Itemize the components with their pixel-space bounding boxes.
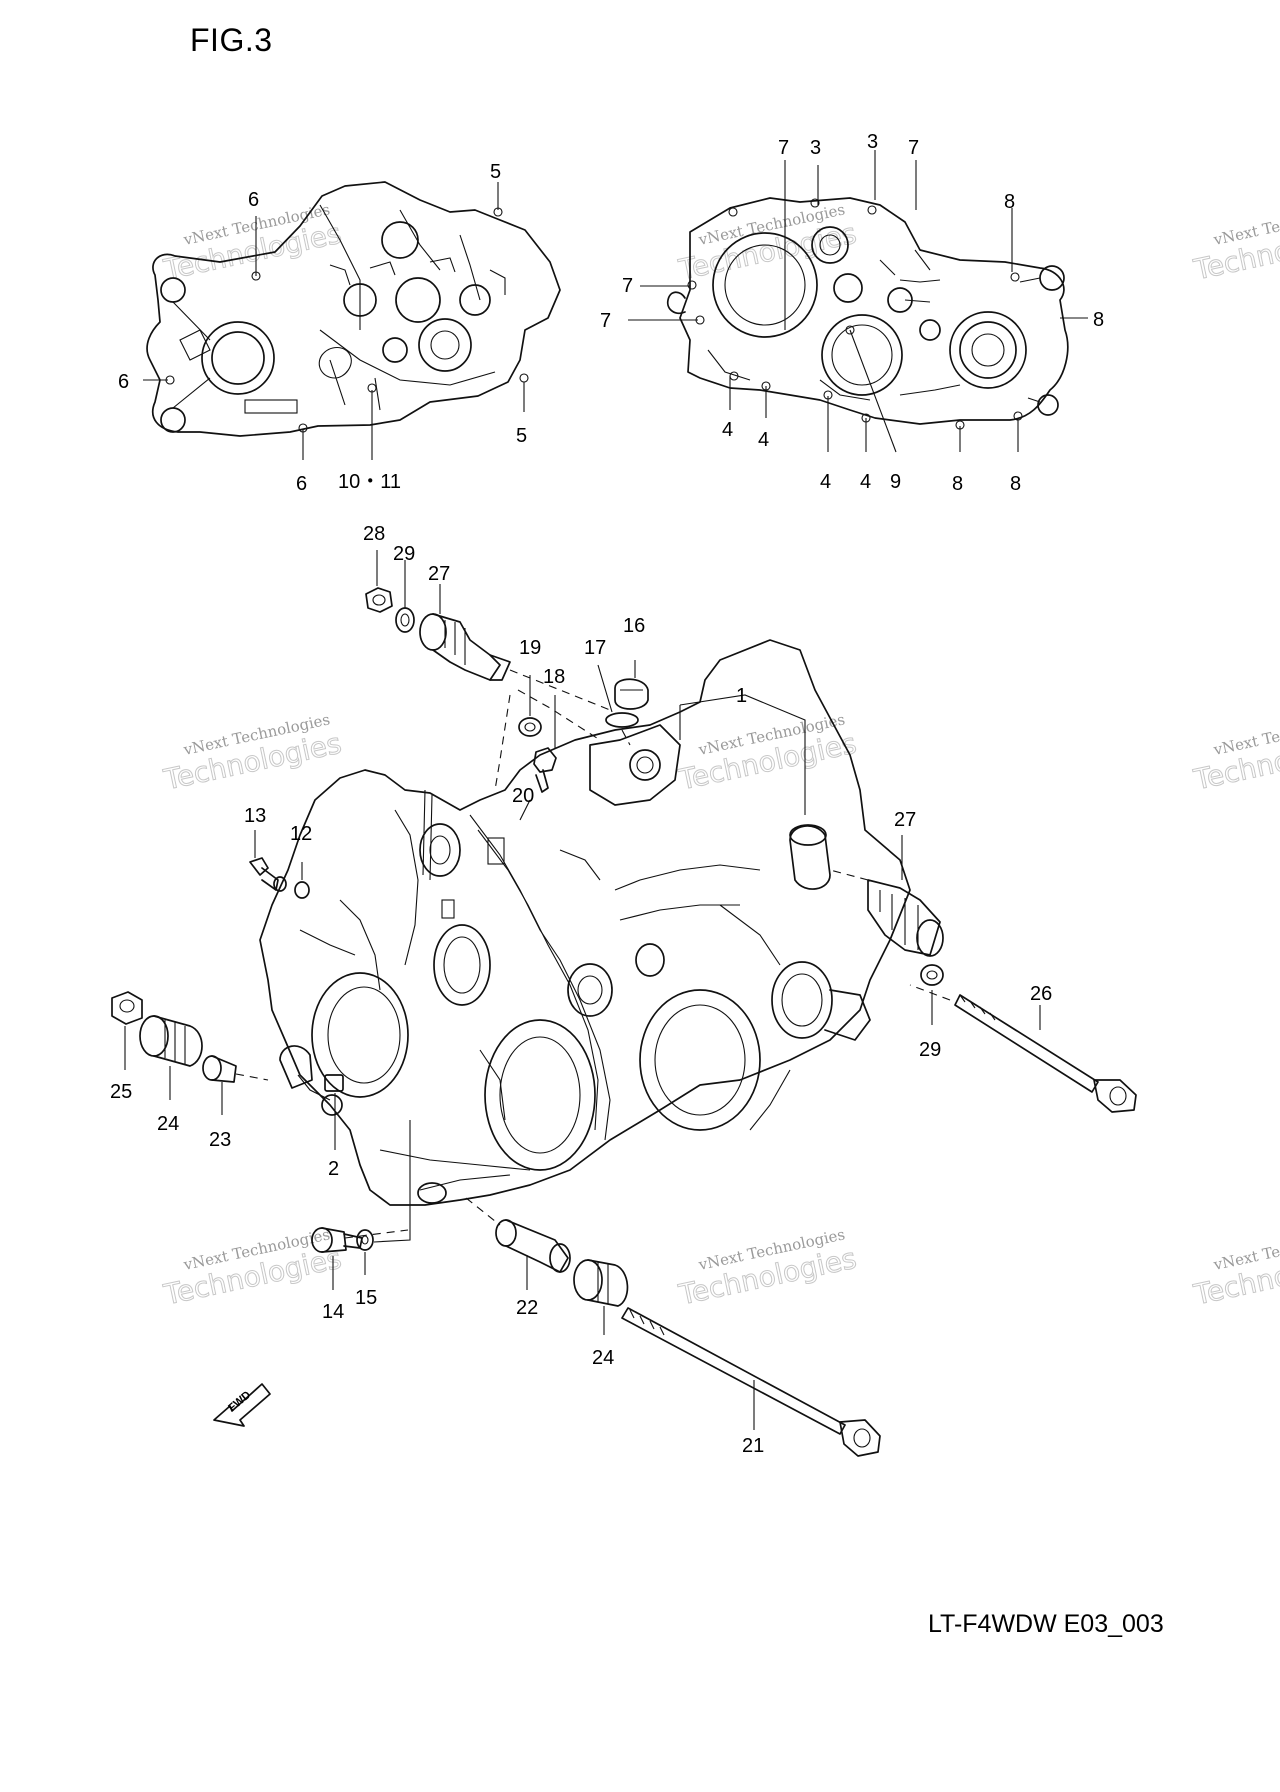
callout-8: 8 — [1093, 309, 1104, 331]
watermark-group: vNext Technologies Technologies vNext Te… — [160, 200, 1280, 1312]
callout-18: 18 — [543, 666, 565, 688]
callout-8: 8 — [1010, 473, 1021, 495]
bolt-26 — [954, 994, 1137, 1113]
callout-5: 5 — [516, 425, 527, 447]
callout-27: 27 — [428, 563, 450, 585]
bolt-21 — [621, 1307, 881, 1457]
callout-25: 25 — [110, 1081, 132, 1103]
callout-3: 3 — [810, 137, 821, 159]
callout-24: 24 — [157, 1113, 179, 1135]
callout-17: 17 — [584, 637, 606, 659]
nut-25 — [111, 991, 143, 1025]
crankcase-left-half — [146, 181, 561, 437]
callout-23: 23 — [209, 1129, 231, 1151]
callout-4: 4 — [722, 419, 733, 441]
plug-16 — [614, 678, 649, 710]
diagram-code: LT-F4WDW E03_003 — [928, 1610, 1164, 1638]
callout-7: 7 — [600, 310, 611, 332]
bolt-14 — [311, 1227, 363, 1253]
damper-27-right — [867, 879, 944, 957]
figure-title: FIG.3 — [190, 22, 273, 58]
callout-13: 13 — [244, 805, 266, 827]
callout-4: 4 — [758, 429, 769, 451]
bolt-18 — [533, 747, 557, 793]
nut-28 — [365, 587, 393, 613]
callout-4: 4 — [820, 471, 831, 493]
callout-7: 7 — [622, 275, 633, 297]
callout-28: 28 — [363, 523, 385, 545]
fwd-label: FWD — [226, 1389, 253, 1414]
callout-7: 7 — [908, 137, 919, 159]
o-ring-12 — [294, 881, 310, 899]
callout-3: 3 — [867, 131, 878, 153]
callout-16: 16 — [623, 615, 645, 637]
callout-14: 14 — [322, 1301, 344, 1323]
leader-lines — [124, 150, 1088, 1430]
callout-15: 15 — [355, 1287, 377, 1309]
callout-2: 2 — [328, 1158, 339, 1180]
crankcase-assembly — [259, 639, 911, 1206]
callout-20: 20 — [512, 785, 534, 807]
fwd-arrow-icon: FWD — [213, 1383, 271, 1427]
washer-29-right — [920, 964, 944, 986]
callout-labels: 6 6 6 5 5 10・11 7 3 3 7 7 7 8 8 4 4 4 4 … — [110, 131, 1104, 1457]
callout-9: 9 — [890, 471, 901, 493]
callout-4: 4 — [860, 471, 871, 493]
callout-12: 12 — [290, 823, 312, 845]
bush-23-left — [202, 1055, 237, 1083]
damper-24-lower — [573, 1259, 629, 1307]
callout-21: 21 — [742, 1435, 764, 1457]
crankcase-right-half — [666, 197, 1069, 430]
callout-8: 8 — [952, 473, 963, 495]
callout-24: 24 — [592, 1347, 614, 1369]
callout-8: 8 — [1004, 191, 1015, 213]
switch-13 — [249, 857, 287, 892]
callout-27: 27 — [894, 809, 916, 831]
bush-22 — [495, 1219, 571, 1273]
callout-29: 29 — [393, 543, 415, 565]
callout-10-11: 10・11 — [338, 471, 401, 493]
callout-22: 22 — [516, 1297, 538, 1319]
damper-24-left — [139, 1015, 203, 1067]
washer-15 — [356, 1229, 374, 1251]
damper-27-top — [419, 613, 511, 681]
callout-6: 6 — [118, 371, 129, 393]
callout-5: 5 — [490, 161, 501, 183]
washer-29-top — [395, 607, 415, 633]
washer-19 — [518, 717, 542, 737]
callout-29: 29 — [919, 1039, 941, 1061]
callout-7: 7 — [778, 137, 789, 159]
o-ring-17 — [605, 712, 639, 728]
callout-26: 26 — [1030, 983, 1052, 1005]
callout-1: 1 — [736, 685, 747, 707]
callout-6: 6 — [296, 473, 307, 495]
callout-6: 6 — [248, 189, 259, 211]
callout-19: 19 — [519, 637, 541, 659]
